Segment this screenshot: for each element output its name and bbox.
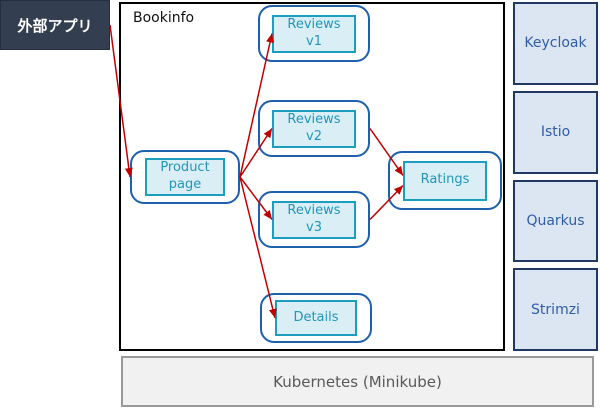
sidebar-item-quarkus: Quarkus	[513, 179, 598, 263]
node-reviews-v3-label: Reviews v3	[272, 200, 356, 239]
sidebar-item-strimzi: Strimzi	[513, 268, 598, 351]
node-ratings: Ratings	[388, 151, 502, 210]
node-reviews-v1-label: Reviews v1	[272, 14, 356, 53]
node-reviews-v2: Reviews v2	[258, 100, 370, 157]
node-details-label: Details	[275, 300, 357, 336]
sidebar-item-istio: Istio	[513, 90, 598, 174]
node-reviews-v3: Reviews v3	[258, 191, 370, 248]
node-product-page-label: Product page	[145, 158, 225, 196]
node-details: Details	[260, 293, 372, 343]
node-product-page: Product page	[130, 150, 240, 204]
kubernetes-bar: Kubernetes (Minikube)	[121, 356, 594, 407]
sidebar-item-keycloak: Keycloak	[513, 2, 598, 85]
node-ratings-label: Ratings	[403, 160, 487, 201]
node-reviews-v2-label: Reviews v2	[272, 109, 356, 148]
external-app-box: 外部アプリ	[0, 0, 110, 50]
platform-sidebar: Keycloak Istio Quarkus Strimzi	[513, 2, 598, 351]
bookinfo-title: Bookinfo	[133, 10, 195, 26]
external-app-label: 外部アプリ	[17, 16, 93, 35]
node-reviews-v1: Reviews v1	[258, 5, 370, 62]
bookinfo-container: Bookinfo Product page Reviews v1 Reviews…	[119, 2, 505, 351]
kubernetes-label: Kubernetes (Minikube)	[273, 372, 442, 391]
